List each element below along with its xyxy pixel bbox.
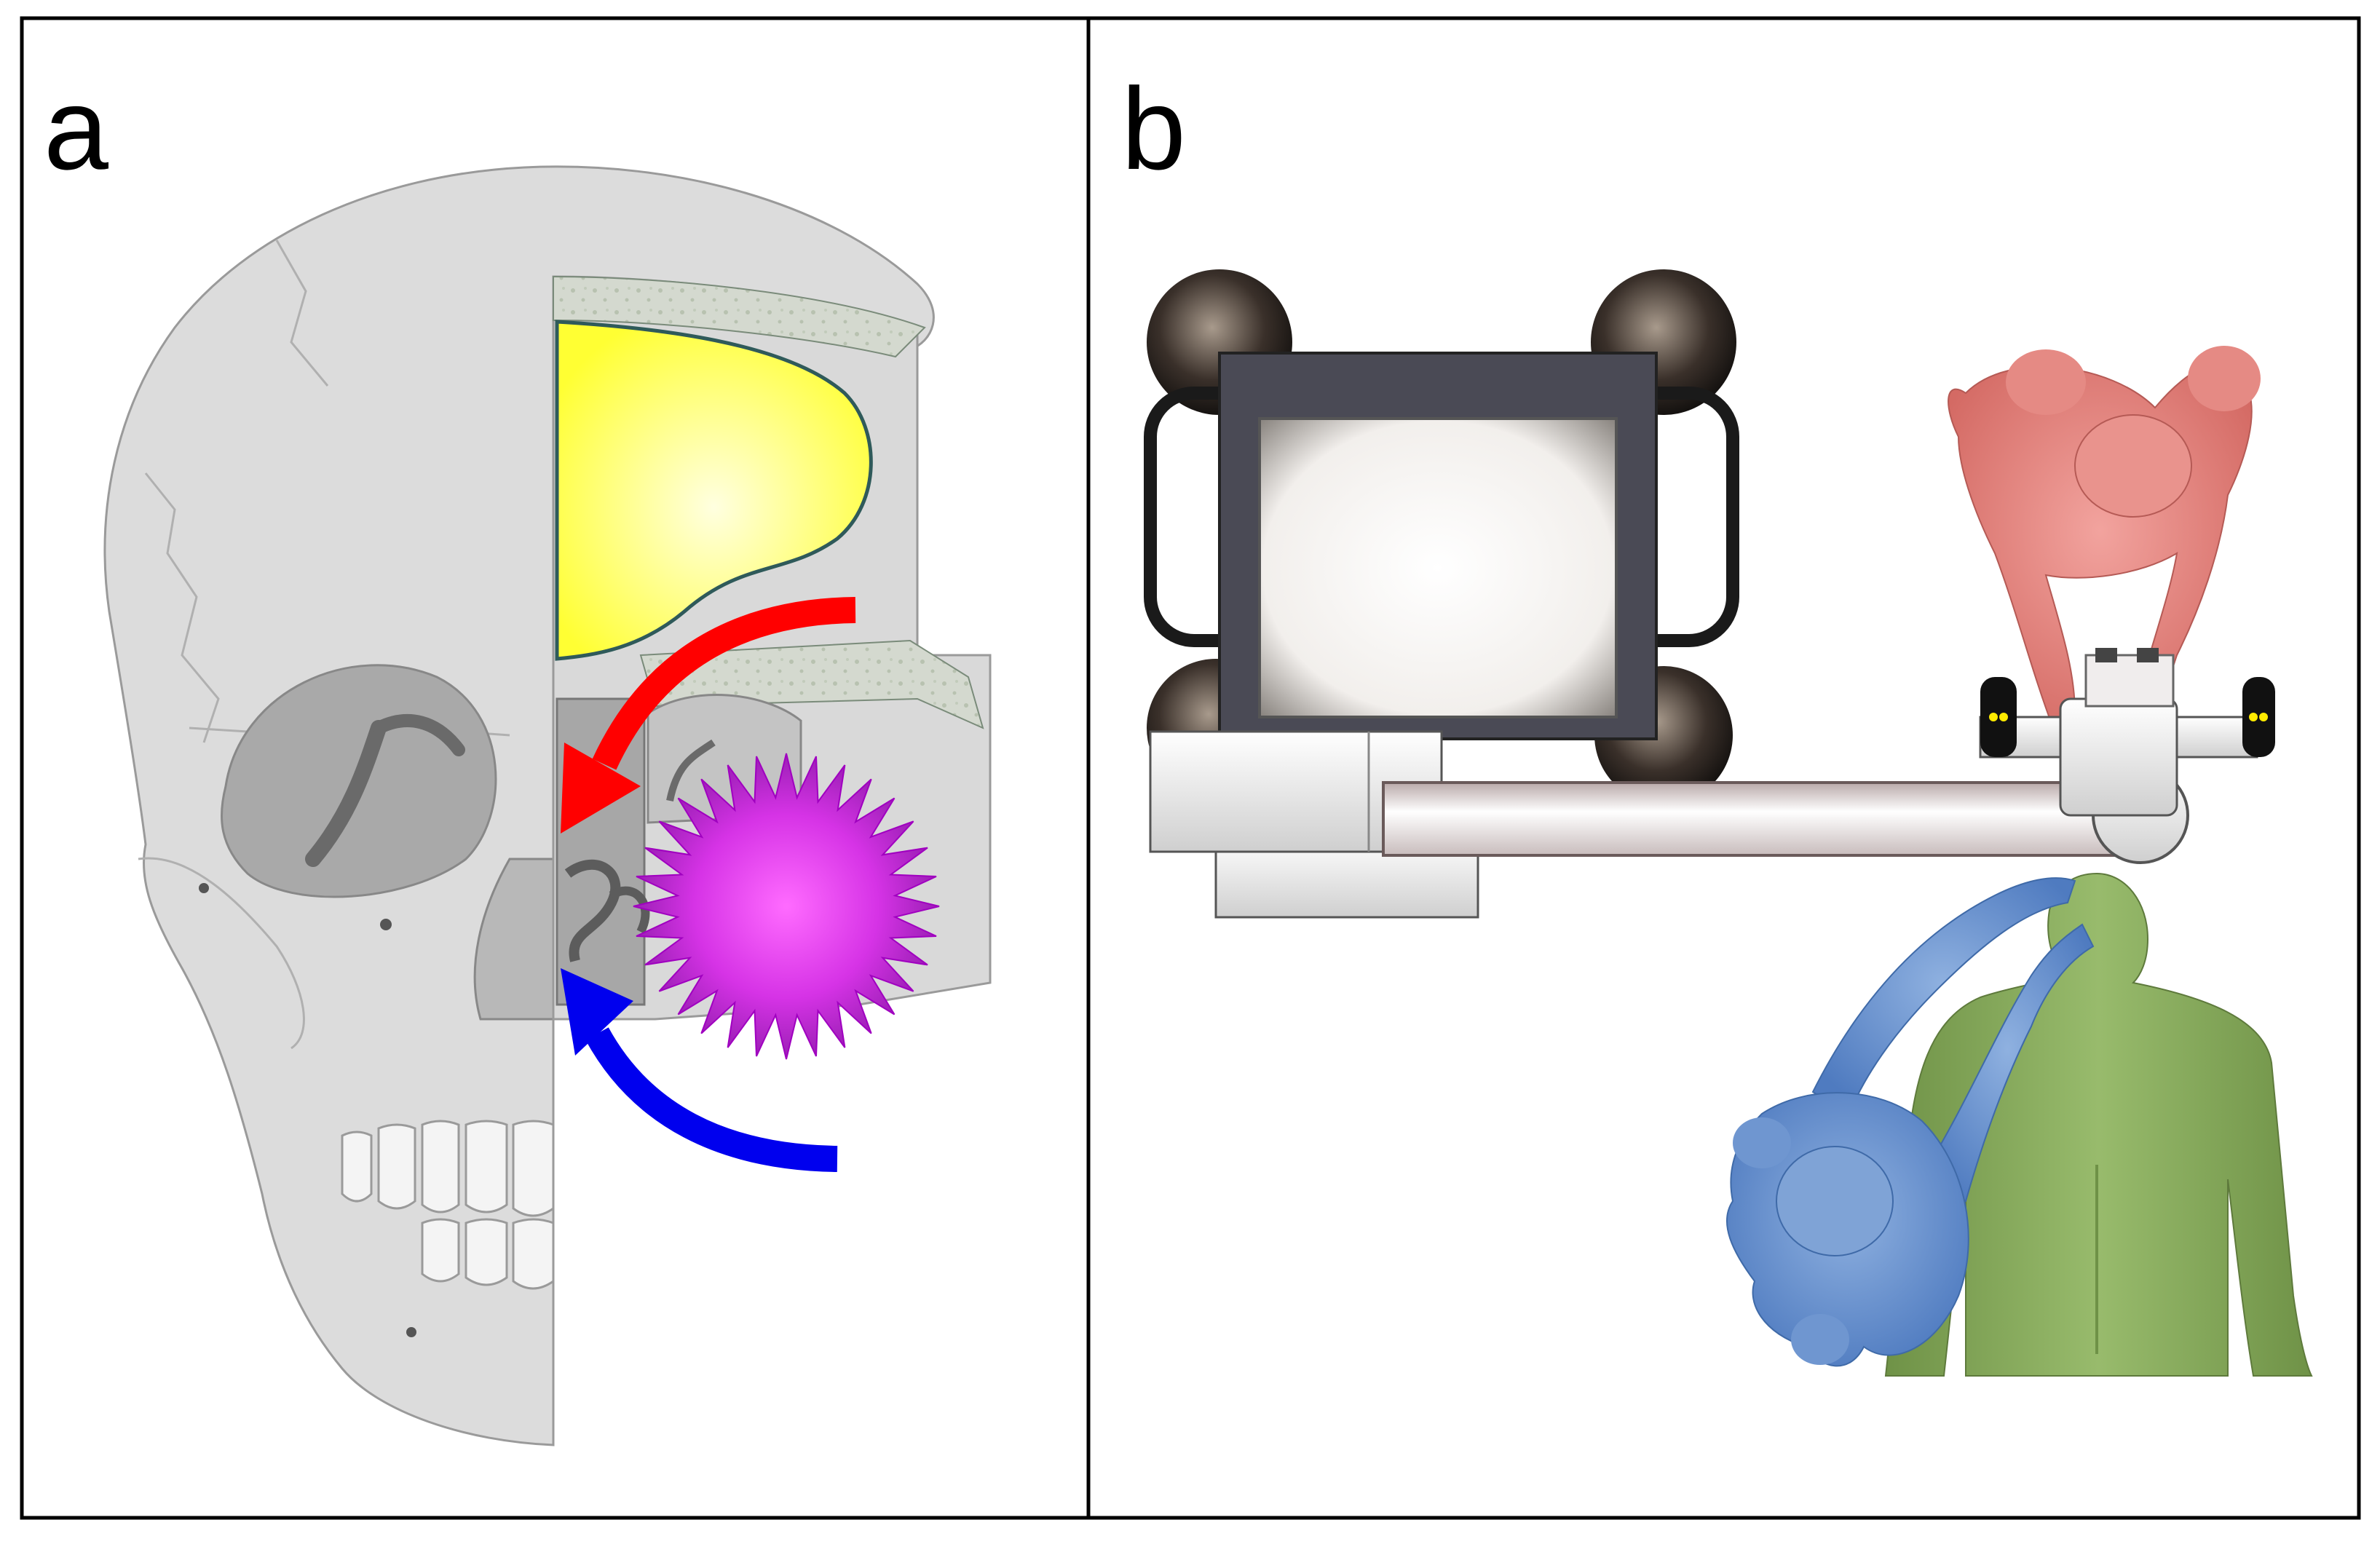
eyepiece-block: [2084, 654, 2175, 708]
orbit-fissure: [305, 720, 387, 867]
assistant-head: [1776, 1146, 1894, 1256]
panel-b-label: b: [1121, 63, 1186, 194]
optics-housing: [2059, 697, 2178, 817]
brain-frontal-lobe: [555, 320, 873, 661]
cranial-suture: [144, 472, 220, 743]
microscope-screen: [1258, 417, 1618, 718]
lower-teeth: [421, 1218, 555, 1290]
tumor: [633, 753, 940, 1060]
sinus-ridge: [666, 739, 716, 801]
nasal-cavity: [473, 858, 555, 1021]
microscope-optics: [1979, 648, 2275, 817]
infraorbital-foramen: [380, 919, 392, 930]
patient-figure: [1884, 872, 2313, 1377]
assistant-figure: [1726, 877, 2095, 1367]
panel-a: a: [44, 63, 992, 1446]
optics-handle-left: [1980, 677, 2017, 757]
orbit-fissure: [372, 714, 465, 756]
mental-foramen: [406, 1327, 416, 1337]
zygomatic-foramen: [199, 883, 209, 893]
red-arrow: [561, 597, 856, 834]
panel-a-label: a: [44, 63, 108, 194]
microscope-arm: [1382, 781, 2149, 857]
skull-illustration: [103, 165, 992, 1446]
patient-body: [1884, 872, 2313, 1377]
blue-arrow: [561, 968, 838, 1172]
assistant-arm-lower: [1811, 877, 2076, 1115]
surgeon-head: [2074, 414, 2192, 518]
figure-frame: [20, 16, 2361, 1520]
eyepiece: [2137, 648, 2159, 662]
skull-bone-section: [553, 275, 926, 358]
panel-b: b: [1121, 63, 2313, 1377]
eyepiece: [2095, 648, 2117, 662]
assistant-shoulder: [1733, 1117, 1791, 1168]
skull-outline: [103, 165, 935, 1446]
upper-teeth: [341, 1120, 555, 1217]
surgeon-shoulder: [2188, 346, 2261, 411]
zygomatic-bone: [138, 857, 305, 1050]
cranial-suture: [275, 239, 329, 387]
surgeon-shoulder: [2006, 349, 2086, 415]
assistant-shoulder: [1791, 1314, 1849, 1365]
assistant-arm-upper: [1921, 923, 2095, 1203]
optics-handle-right: [2242, 677, 2275, 757]
